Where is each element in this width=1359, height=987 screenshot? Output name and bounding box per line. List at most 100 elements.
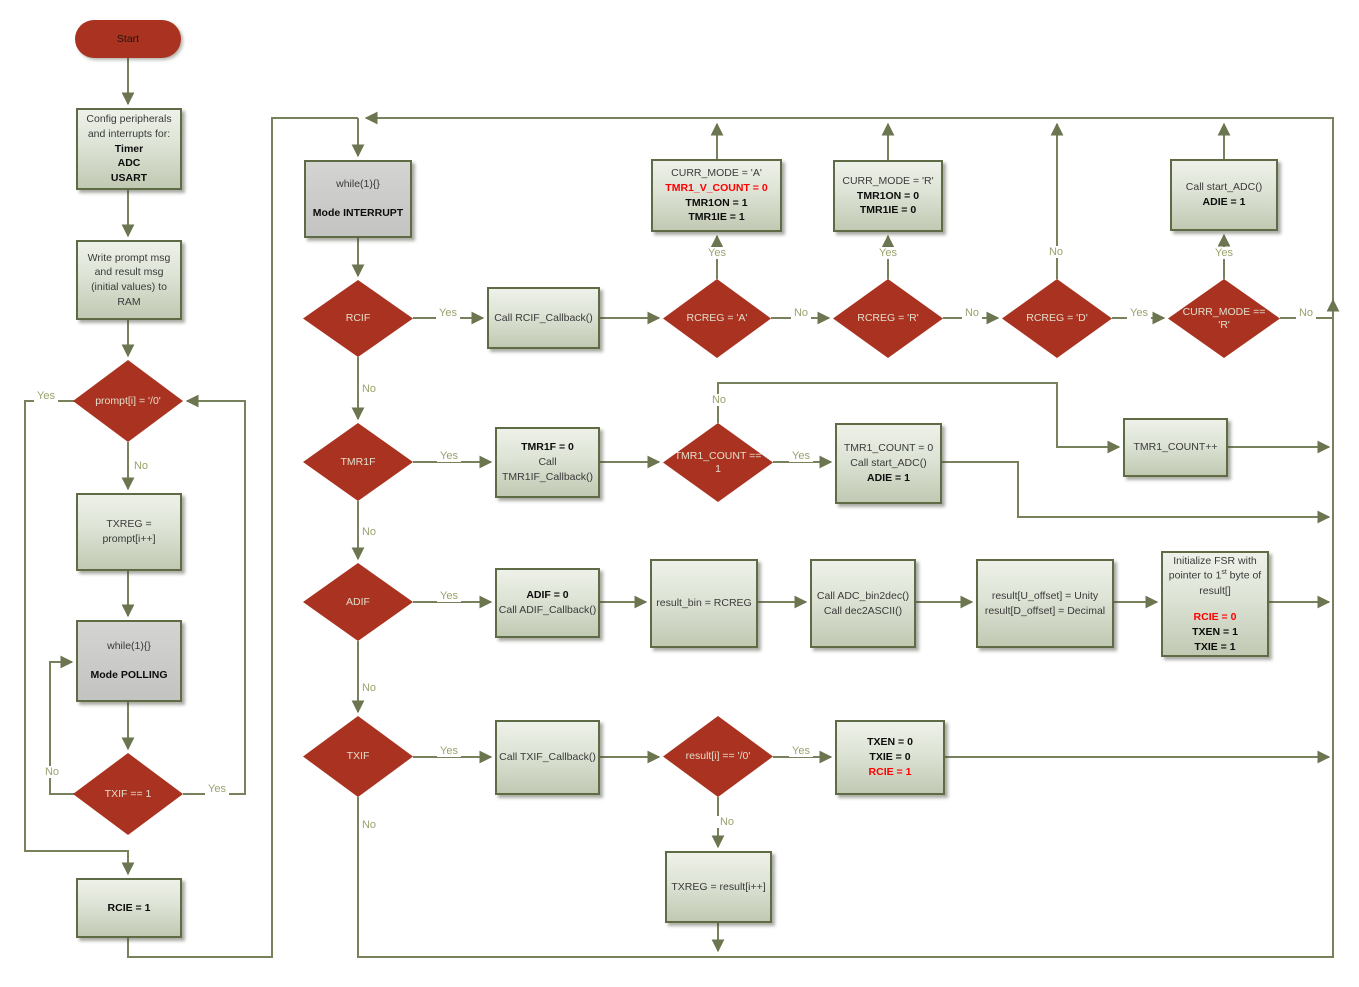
rcif-callback-box: Call RCIF_Callback() <box>487 287 600 349</box>
text-line: TXREG = result[i++] <box>671 880 766 893</box>
text-line: ADIF <box>346 595 370 608</box>
text-line: TMR1_COUNT = 0 <box>843 442 934 455</box>
edge-label-no: No <box>961 307 983 319</box>
edge-label-yes: Yes <box>437 450 461 462</box>
text-line: CURR_MODE = 'A' <box>671 167 762 180</box>
tmr1-count-increment-box: TMR1_COUNT++ <box>1123 418 1228 477</box>
text-line: TXIE = 1 <box>1194 640 1236 653</box>
text-line: prompt[i++] <box>102 533 156 545</box>
text-line: Start <box>116 32 140 45</box>
text-line: RCREG = 'R' <box>857 312 919 325</box>
result-bin-box: result_bin = RCREG <box>650 559 758 648</box>
while-interrupt-box: while(1){} Mode INTERRUPT <box>304 160 412 238</box>
text-line: and interrupts for: <box>87 127 171 140</box>
text-line: TMR1ON = 1 <box>685 196 748 209</box>
edge-label-no: No <box>790 307 812 319</box>
text-line: TMR1_COUNT == <box>674 449 762 462</box>
config-peripherals-box: Config peripherals and interrupts for: T… <box>76 108 182 190</box>
edge-label-no: No <box>358 383 380 395</box>
text-line: Call ADIF_Callback() <box>498 604 597 616</box>
txen-disable-box: TXEN = 0 TXIE = 0 RCIE = 1 <box>835 720 945 795</box>
edge-label-yes: Yes <box>437 745 461 757</box>
text-line: result[i] == '/0' <box>685 750 751 763</box>
edge-label-yes: Yes <box>436 307 460 319</box>
text-line: RCREG = 'D' <box>1026 312 1088 325</box>
text-line: Call dec2ASCII() <box>823 604 903 617</box>
text-line: TXREG = <box>106 518 152 531</box>
text-line: result_bin = RCREG <box>656 597 752 610</box>
tmr1-count-reset-box: TMR1_COUNT = 0 Call start_ADC() ADIE = 1 <box>835 423 942 504</box>
text-line: TXIF == 1 <box>104 787 152 800</box>
text-line: RCIE = 1 <box>107 901 151 914</box>
curr-mode-r-box: CURR_MODE = 'R' TMR1ON = 0 TMR1IE = 0 <box>833 160 943 232</box>
text-line: TXIE = 0 <box>869 751 911 764</box>
text-line: result[U_offset] = Unity <box>991 589 1099 602</box>
text-line: ADIE = 1 <box>1202 196 1246 208</box>
edge-label-yes: Yes <box>789 745 813 757</box>
txreg-result-box: TXREG = result[i++] <box>665 851 772 923</box>
text-line: Config peripherals <box>86 113 172 126</box>
start-adc-box: Call start_ADC() ADIE = 1 <box>1170 159 1278 231</box>
text-line: TMR1_V_COUNT = 0 <box>665 181 768 194</box>
text-line: TXEN = 1 <box>1192 625 1238 638</box>
txif-callback-box: Call TXIF_Callback() <box>495 720 600 795</box>
edge-label-yes: Yes <box>1127 307 1151 319</box>
text-line: RCIE = 1 <box>868 765 912 778</box>
text-line: TXEN = 0 <box>867 736 913 749</box>
text-line: 'R' <box>1218 318 1230 331</box>
text-line: pointer to 1st byte of <box>1168 569 1262 582</box>
text-line: Call ADC_bin2dec() <box>816 589 910 602</box>
rcie-1-box: RCIE = 1 <box>76 878 182 938</box>
text-line: Timer <box>114 142 144 155</box>
adif-clear-box: ADIF = 0 Call ADIF_Callback() <box>495 568 600 638</box>
text-line: Call RCIF_Callback() <box>494 311 593 324</box>
text-line: CURR_MODE = 'R' <box>842 174 934 187</box>
text-line: ADIF = 0 <box>526 589 569 602</box>
result-offset-box: result[U_offset] = Unity result[D_offset… <box>976 559 1114 648</box>
edge-label-no: No <box>708 394 730 406</box>
text-line: RCREG = 'A' <box>686 312 748 325</box>
text-line: Write prompt msg <box>87 251 171 264</box>
edge-label-no: No <box>716 816 738 828</box>
edge-label-yes: Yes <box>437 590 461 602</box>
text-line: Mode POLLING <box>90 669 168 681</box>
text-line: RAM <box>117 295 141 308</box>
text-line: (initial values) to <box>91 281 167 293</box>
edge-label-no: No <box>358 526 380 538</box>
text-line: TMR1IF_Callback() <box>501 470 593 483</box>
edge-label-yes: Yes <box>705 247 729 259</box>
edge-label-yes: Yes <box>1212 247 1236 259</box>
edge-label-yes: Yes <box>205 783 229 795</box>
text-line: and result msg <box>94 266 164 279</box>
text-line: TMR1ON = 0 <box>856 189 920 202</box>
text-line: Call TXIF_Callback() <box>499 751 596 764</box>
text-line: TMR1F <box>340 455 376 468</box>
text-line: TMR1F = 0 <box>521 441 574 454</box>
text-line: while(1){} <box>107 640 151 653</box>
while-polling-box: while(1){} Mode POLLING <box>76 620 182 702</box>
text-line: ADC <box>117 157 141 170</box>
edge-label-yes: Yes <box>789 450 813 462</box>
tmr1f-clear-box: TMR1F = 0 Call TMR1IF_Callback() <box>495 427 600 498</box>
edge-label-no: No <box>1295 307 1317 319</box>
text-line: Initialize FSR with <box>1173 554 1257 567</box>
bin2dec-box: Call ADC_bin2dec() Call dec2ASCII() <box>810 559 916 648</box>
text-line: USART <box>110 172 148 185</box>
edge-label-no: No <box>41 766 63 778</box>
init-fsr-box: Initialize FSR with pointer to 1st byte … <box>1161 551 1269 657</box>
text-line: Mode INTERRUPT <box>312 207 404 219</box>
text-line: RCIF <box>345 312 371 325</box>
text-line: prompt[i] = '/0' <box>95 394 161 407</box>
txreg-prompt-box: TXREG = prompt[i++] <box>76 493 182 571</box>
text-line: Call start_ADC() <box>850 457 927 470</box>
edge-label-yes: Yes <box>876 247 900 259</box>
write-prompt-box: Write prompt msg and result msg (initial… <box>76 240 182 320</box>
text-line: TXIF <box>346 750 370 763</box>
text-line: TMR1_COUNT++ <box>1133 441 1218 454</box>
text-line: result[] <box>1199 584 1231 597</box>
text-line: TMR1IE = 1 <box>688 211 745 224</box>
edge-label-yes: Yes <box>34 390 58 402</box>
text-line: result[D_offset] = Decimal <box>984 604 1106 617</box>
